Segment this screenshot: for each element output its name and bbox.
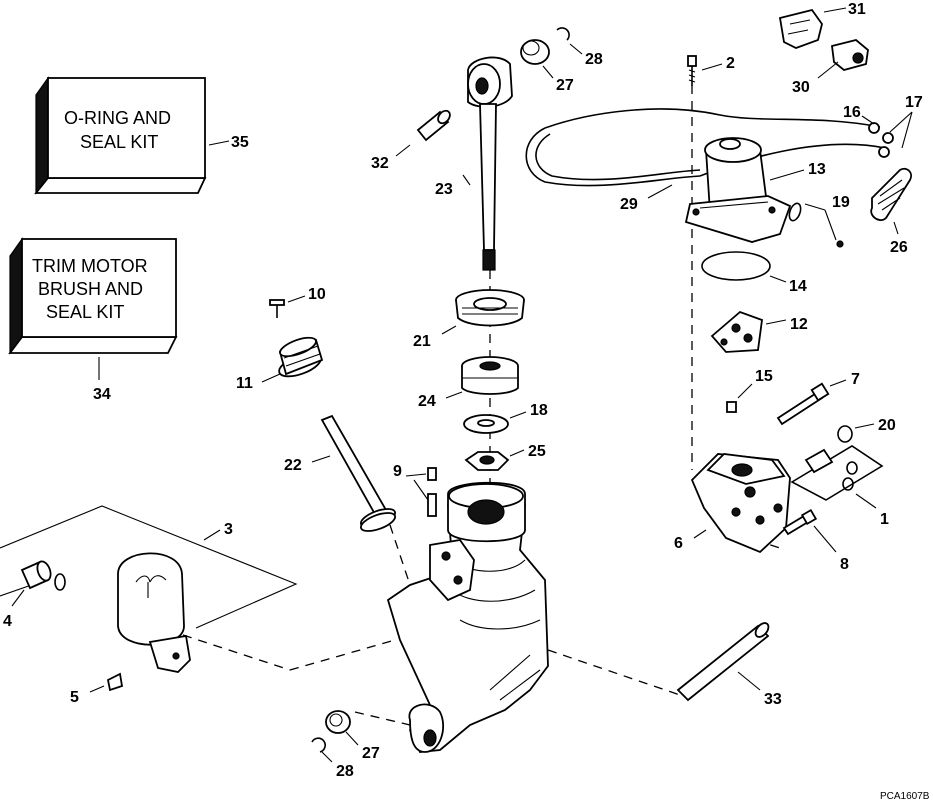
part-5-screw: 5 — [70, 672, 124, 706]
part-25-nut: 25 — [464, 443, 546, 471]
callout-31: 31 — [848, 1, 866, 18]
part-23-rod: 23 — [435, 56, 513, 271]
part-3-reservoir: 3 — [0, 505, 298, 673]
part-32-pin: 32 — [371, 109, 451, 172]
part-30-switch: 30 — [792, 39, 869, 96]
seal-kit-line-1: O-RING AND — [64, 108, 171, 128]
part-13-trim-motor: 13 — [684, 137, 826, 243]
callout-26: 26 — [890, 239, 908, 256]
callout-28-top: 28 — [585, 51, 603, 68]
callout-17: 17 — [905, 94, 923, 111]
callout-18: 18 — [530, 402, 548, 419]
part-22-rod: 22 — [284, 414, 396, 532]
callout-2: 2 — [726, 55, 735, 72]
part-21-cap: 21 — [413, 289, 525, 350]
callout-7: 7 — [851, 371, 860, 388]
callout-9: 9 — [393, 463, 402, 480]
part-9-screws: 9 — [393, 463, 437, 517]
callout-28-bottom: 28 — [336, 763, 354, 780]
part-28-retaining-ring-bottom: 28 — [311, 737, 354, 780]
callout-8: 8 — [840, 556, 849, 573]
part-1-valve-kit: 1 — [790, 445, 889, 528]
part-27-bushing-top: 27 — [520, 39, 574, 94]
callout-4: 4 — [3, 613, 12, 630]
part-19-clip: 19 — [788, 194, 850, 248]
part-27-bushing-bottom: 27 — [325, 710, 380, 762]
part-20-o-ring: 20 — [837, 417, 896, 443]
callout-12: 12 — [790, 316, 808, 333]
callout-29: 29 — [620, 196, 638, 213]
callout-13: 13 — [808, 161, 826, 178]
main-cylinder-housing — [386, 481, 549, 753]
callout-14: 14 — [789, 278, 807, 295]
callout-20: 20 — [878, 417, 896, 434]
callout-25: 25 — [528, 443, 546, 460]
part-31-bracket: 31 — [778, 1, 866, 49]
part-8-screw: 8 — [782, 508, 849, 573]
seal-kit-box: O-RING AND SEAL KIT 35 — [34, 76, 249, 195]
part-15-plug: 15 — [726, 368, 773, 413]
part-26-sleeve: 26 — [870, 167, 912, 256]
callout-19: 19 — [832, 194, 850, 211]
callout-15: 15 — [755, 368, 773, 385]
motor-kit-line-3: SEAL KIT — [46, 302, 124, 322]
motor-kit-line-1: TRIM MOTOR — [32, 256, 148, 276]
drawing-code: PCA1607B — [880, 791, 930, 802]
part-18-washer: 18 — [463, 402, 548, 434]
callout-11: 11 — [236, 375, 253, 392]
callout-22: 22 — [284, 457, 302, 474]
part-12-plate: 12 — [710, 310, 808, 353]
part-11-cap: 11 — [236, 336, 324, 392]
seal-kit-line-2: SEAL KIT — [80, 132, 158, 152]
part-33-pin: 33 — [676, 622, 782, 708]
part-7-bolt: 7 — [776, 371, 860, 426]
callout-16: 16 — [843, 104, 861, 121]
callout-32: 32 — [371, 155, 389, 172]
callout-27-bottom: 27 — [362, 745, 380, 762]
callout-3: 3 — [224, 521, 233, 538]
callout-5: 5 — [70, 689, 79, 706]
callout-27-top: 27 — [556, 77, 574, 94]
motor-kit-box: TRIM MOTOR BRUSH AND SEAL KIT 34 — [8, 237, 178, 403]
part-6-pump-body: 6 — [674, 453, 791, 554]
part-24-piston: 24 — [418, 356, 519, 410]
part-16-17-terminals: 16 17 — [843, 94, 923, 158]
part-29-wire-harness: 29 — [525, 108, 886, 213]
callout-35: 35 — [231, 134, 249, 151]
part-10-screw: 10 — [269, 286, 326, 318]
callout-30: 30 — [792, 79, 810, 96]
motor-kit-line-2: BRUSH AND — [38, 279, 143, 299]
part-14-o-ring: 14 — [701, 251, 807, 295]
callout-1: 1 — [880, 511, 889, 528]
callout-10: 10 — [308, 286, 326, 303]
callout-23: 23 — [435, 181, 453, 198]
part-28-retaining-ring-top: 28 — [556, 27, 603, 68]
callout-33: 33 — [764, 691, 782, 708]
callout-21: 21 — [413, 333, 431, 350]
callout-34: 34 — [93, 386, 111, 403]
callout-24: 24 — [418, 393, 436, 410]
part-2-screw: 2 — [687, 55, 735, 86]
callout-6: 6 — [674, 535, 683, 552]
part-4-bushing: 4 — [3, 560, 66, 630]
